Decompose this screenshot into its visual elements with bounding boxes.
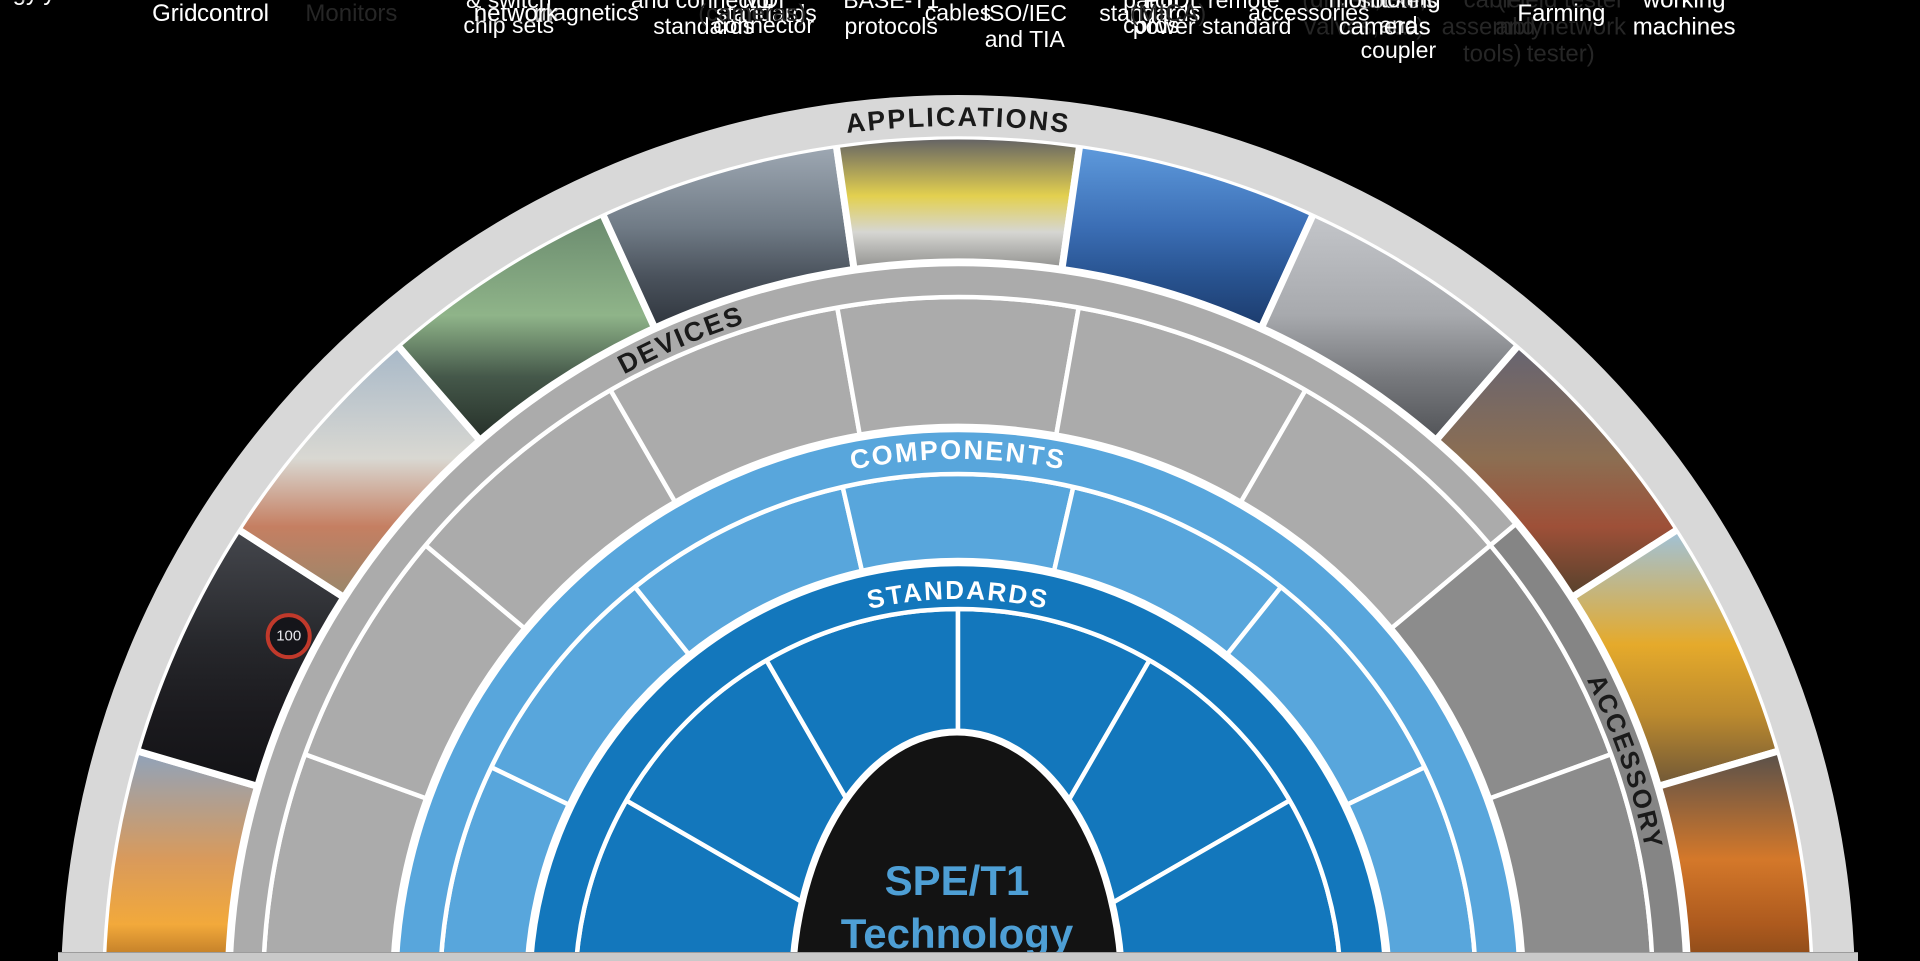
bottom-strip <box>58 953 1858 961</box>
application-photo-production-machines <box>832 132 1084 274</box>
components-label: SPEpatchcords <box>1123 0 1179 38</box>
center-title-line1: SPE/T1 <box>885 857 1030 904</box>
application-label: Control andmonitoringcameras <box>1323 0 1447 41</box>
application-label: Sensor/Actuatornetwork <box>430 0 602 27</box>
devices-label: Tools(crimp andcableassemblytools) <box>1436 0 1549 68</box>
standards-label: SPE teststandards <box>1099 0 1200 26</box>
application-label: Machinery <box>0 0 55 6</box>
application-label: Automation <box>0 0 61 6</box>
components-label: SPEMDIconnector <box>713 0 814 38</box>
center-dome <box>789 728 1125 961</box>
components-segment <box>840 471 1076 574</box>
devices-segment-devices <box>834 294 1082 438</box>
application-label: Transportation <box>0 0 77 6</box>
standards-header-band <box>528 561 1388 961</box>
center-title-line2: Technology <box>841 910 1074 957</box>
components-label: SPEaccessories <box>1248 0 1369 26</box>
devices-label: Actuators(drives, FU,valves, … ) <box>1302 0 1426 41</box>
components-label: SPEmagnetics <box>534 0 639 26</box>
components-label: SPEcables <box>925 0 991 26</box>
devices-label: HMI /Monitors <box>305 0 397 27</box>
devices-label: Sensors <box>0 0 44 6</box>
application-label: Trafficcontrol <box>197 0 269 27</box>
application-label: Energy <box>0 0 38 6</box>
standards-label: SPE cablestandards <box>713 0 820 26</box>
components-header-band <box>394 427 1522 961</box>
application-label: SmartFarming <box>1517 0 1605 27</box>
devices-label: Edge Computer(MICA) <box>1084 0 1252 27</box>
devices-label: Controls <box>0 0 45 6</box>
devices-label: Vision sensors(cameras) <box>674 0 830 27</box>
bottom-strip-edge <box>58 952 1858 954</box>
traffic-sign-100-icon: 100 <box>265 613 312 660</box>
application-photo-orange-robot-arms <box>1654 746 1817 961</box>
devices-label: Switches <box>0 0 48 6</box>
application-label: Robotic <box>0 0 41 6</box>
application-label: SmartGrid <box>143 0 207 27</box>
application-label: Mobileworkingmachines <box>1633 0 1736 41</box>
traffic-sign-value: 100 <box>276 628 301 645</box>
